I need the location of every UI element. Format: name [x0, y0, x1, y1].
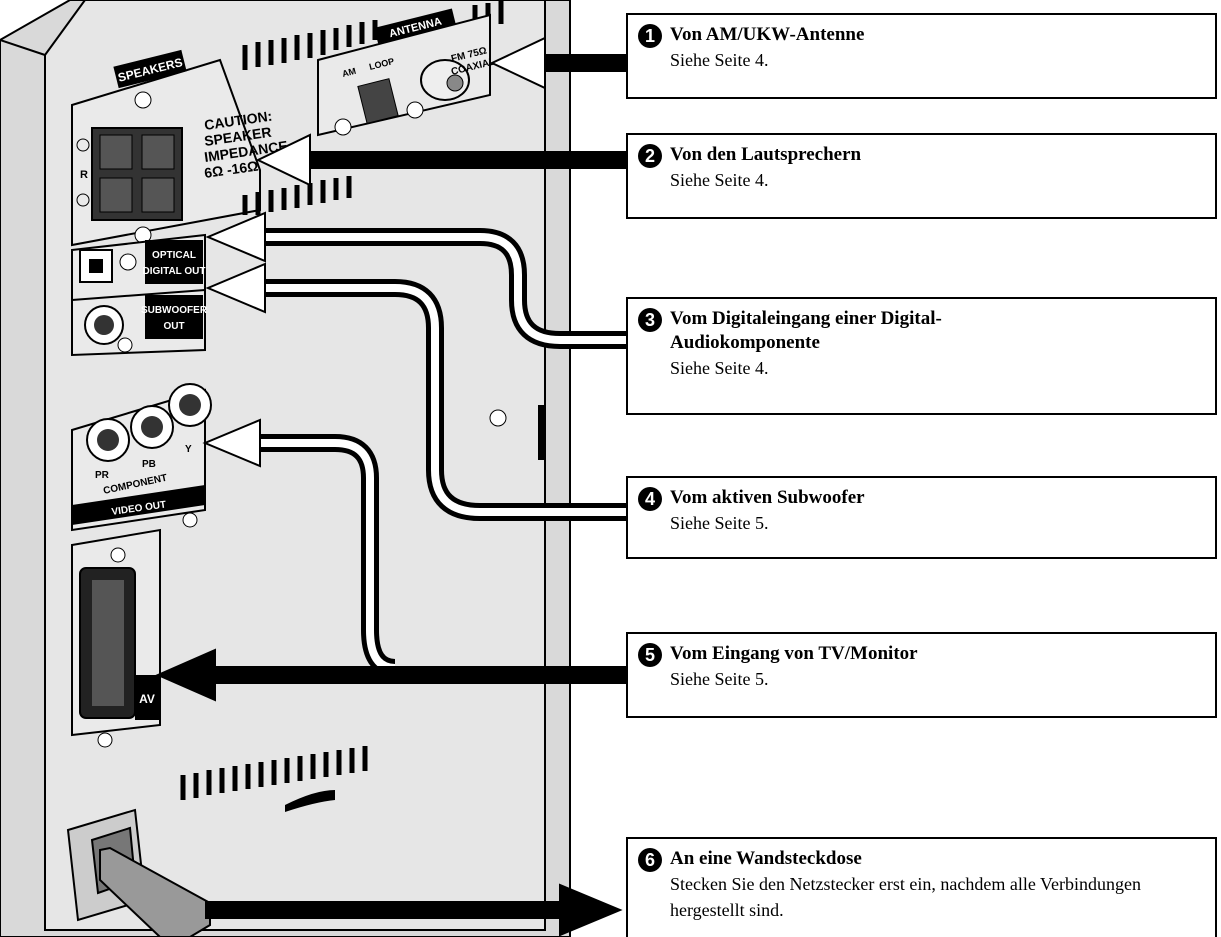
- callout-wall-outlet: 6 An eine Wandsteckdose Stecken Sie den …: [626, 837, 1217, 937]
- step-number-5-icon: 5: [638, 643, 662, 667]
- callout-title: Von AM/UKW-Antenne: [670, 24, 865, 45]
- screw-icon: [489, 409, 507, 427]
- callout-desc: Siehe Seite 5.: [670, 669, 769, 689]
- callout-title: Von den Lautsprechern: [670, 144, 862, 165]
- antenna-terminal-block: ANTENNA AM LOOP FM 75Ω COAXIAL: [317, 8, 496, 137]
- callout-antenna: 1 Von AM/UKW-Antenne Siehe Seite 4.: [626, 13, 1217, 99]
- screw-icon: [97, 732, 113, 748]
- middle-vents: [242, 176, 352, 215]
- am-loop-terminal[interactable]: [357, 78, 399, 124]
- av-label: AV: [139, 692, 155, 706]
- callout-desc: Stecken Sie den Netzstecker erst ein, na…: [670, 874, 1141, 920]
- callout-title: An eine Wandsteckdose: [670, 848, 862, 869]
- minus-icon: [76, 193, 90, 207]
- arrow-6-head: [559, 883, 623, 937]
- arrow-heads: [155, 36, 623, 937]
- screw-icon: [110, 547, 126, 563]
- optical-label: OPTICAL: [152, 250, 196, 261]
- arrow-2-head: [255, 133, 311, 187]
- step-number-4-icon: 4: [638, 487, 662, 511]
- callout-digital: 3 Vom Digitaleingang einer Digital-Audio…: [626, 297, 1217, 415]
- ac-inlet: [66, 808, 211, 937]
- callout-desc: Siehe Seite 4.: [670, 50, 769, 70]
- screw-icon: [117, 337, 133, 353]
- callout-title: Vom Eingang von TV/Monitor: [670, 643, 918, 664]
- step-number-2-icon: 2: [638, 144, 662, 168]
- y-label: Y: [185, 444, 192, 455]
- arrow-1-head: [489, 36, 546, 90]
- step-number-1-icon: 1: [638, 24, 662, 48]
- arrow-5-head: [155, 648, 216, 702]
- step-number-3-icon: 3: [638, 308, 662, 332]
- subwoofer-out-label: OUT: [163, 321, 184, 332]
- callout-subwoofer: 4 Vom aktiven Subwoofer Siehe Seite 5.: [626, 476, 1217, 559]
- callout-title: Vom aktiven Subwoofer: [670, 487, 865, 508]
- connection-arrows: [205, 54, 628, 919]
- screw-icon: [334, 118, 352, 136]
- callout-tv-monitor: 5 Vom Eingang von TV/Monitor Siehe Seite…: [626, 632, 1217, 718]
- plus-icon: [76, 138, 90, 152]
- power-cord: [99, 846, 211, 937]
- optical-subwoofer-block: OPTICAL DIGITAL OUT SUBWOOFER OUT: [71, 233, 208, 357]
- callout-desc: Siehe Seite 4.: [670, 358, 769, 378]
- av-scart-block: AV: [71, 528, 161, 748]
- arrow-3-head: [205, 211, 266, 263]
- digital-out-label: DIGITAL OUT: [143, 266, 206, 277]
- am-label: AM: [341, 66, 357, 79]
- screw-icon: [119, 253, 137, 271]
- caution-line-4: 6Ω -16Ω: [203, 158, 259, 181]
- component-video-block: PR PB Y COMPONENT VIDEO OUT: [71, 383, 212, 532]
- pb-label: PB: [142, 459, 156, 470]
- callout-title: Vom Digitaleingang einer Digital-Audioko…: [670, 308, 942, 353]
- subwoofer-label: SUBWOOFER: [141, 305, 208, 316]
- bottom-vents: [180, 746, 368, 800]
- step-number-6-icon: 6: [638, 848, 662, 872]
- callout-desc: Siehe Seite 5.: [670, 513, 769, 533]
- screw-icon: [406, 101, 424, 119]
- callout-desc: Siehe Seite 4.: [670, 170, 769, 190]
- screw-icon: [134, 91, 152, 109]
- screw-icon: [182, 512, 198, 528]
- r-channel-label: R: [80, 169, 88, 181]
- arrow-5-branch-head: [202, 418, 261, 468]
- callout-speakers: 2 Von den Lautsprechern Siehe Seite 4.: [626, 133, 1217, 219]
- arrow-4-head: [205, 262, 266, 314]
- pr-label: PR: [95, 470, 110, 481]
